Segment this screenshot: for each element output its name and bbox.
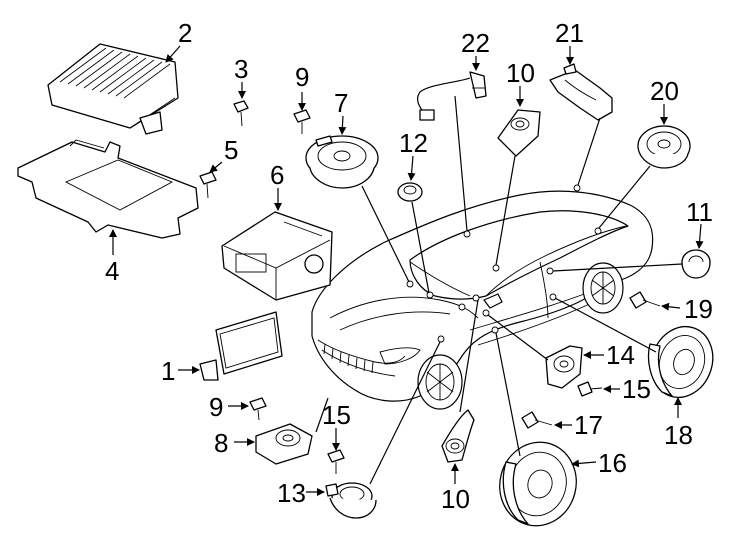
- callout-1: 1: [161, 356, 176, 386]
- callout-15-bottom: 15: [322, 400, 351, 430]
- callout-10-bottom: 10: [441, 484, 470, 514]
- callout-2: 2: [178, 18, 193, 48]
- tweeter-8: [255, 423, 313, 465]
- rear-wheel: [582, 262, 624, 314]
- tweeter-10-top: [497, 109, 541, 157]
- mount-points: [406, 184, 602, 343]
- woofer-18: [647, 325, 714, 399]
- amplifier-fins: [59, 47, 171, 99]
- leader-lines: [109, 45, 704, 496]
- speaker-7: [305, 135, 379, 189]
- callout-21: 21: [555, 18, 584, 48]
- callout-19: 19: [684, 294, 713, 324]
- callout-5: 5: [224, 135, 239, 165]
- grille-slats: [323, 343, 374, 374]
- harness-22: [417, 71, 487, 121]
- callout-6: 6: [270, 160, 285, 190]
- screw-15-bottom: [327, 449, 345, 474]
- bolt-3: [233, 100, 249, 127]
- callout-9-bottom: 9: [209, 392, 224, 422]
- bolt-9-top: [293, 109, 311, 134]
- speaker-11: [681, 249, 711, 279]
- callout-20: 20: [650, 76, 679, 106]
- callout-15-right: 15: [622, 374, 651, 404]
- tweeter-12: [397, 182, 423, 202]
- screw-19: [629, 291, 661, 309]
- callout-13: 13: [277, 478, 306, 508]
- screw-17: [521, 411, 553, 429]
- front-wheel: [417, 354, 463, 410]
- callout-12: 12: [399, 128, 428, 158]
- speaker-20: [637, 125, 691, 169]
- car-body: [311, 184, 654, 410]
- bracket-part: [17, 139, 199, 239]
- callout-17: 17: [574, 410, 603, 440]
- callout-11: 11: [686, 197, 713, 227]
- callout-8: 8: [214, 428, 229, 458]
- screw-15-right: [577, 381, 603, 397]
- callout-18: 18: [664, 420, 693, 450]
- callout-9-top: 9: [295, 62, 310, 92]
- callout-7: 7: [334, 88, 349, 118]
- callout-10-top: 10: [506, 58, 535, 88]
- bolt-9-bottom: [249, 397, 267, 421]
- amplifier-part: [47, 43, 179, 135]
- callout-4: 4: [105, 256, 120, 286]
- callout-14: 14: [606, 340, 635, 370]
- tweeter-10-bottom: [441, 409, 475, 463]
- head-unit-6: [221, 211, 333, 301]
- display-1: [199, 311, 283, 381]
- bolt-5: [199, 171, 217, 199]
- tweeter-13: [325, 482, 377, 519]
- callout-16: 16: [598, 448, 627, 478]
- speaker-14: [545, 345, 583, 389]
- callout-3: 3: [234, 54, 249, 84]
- woofer-16: [499, 441, 577, 527]
- bracket-21: [549, 63, 613, 121]
- callout-22: 22: [461, 28, 490, 58]
